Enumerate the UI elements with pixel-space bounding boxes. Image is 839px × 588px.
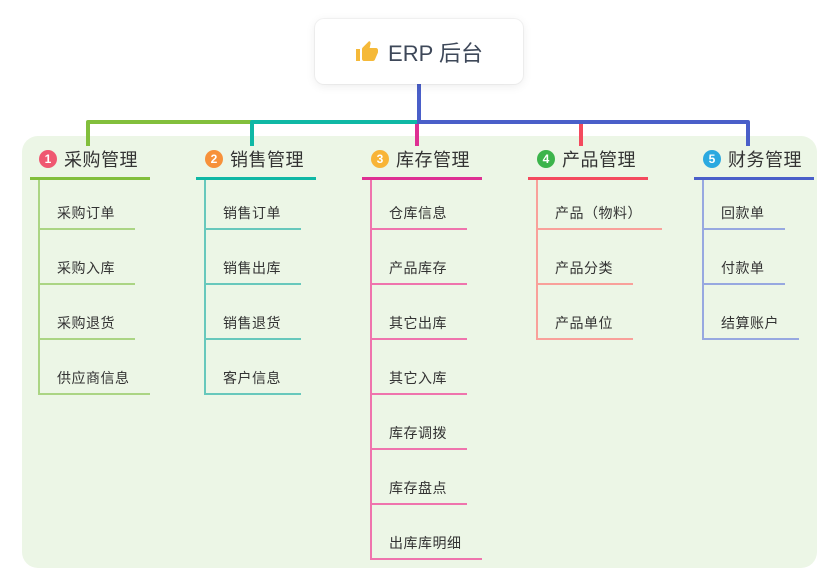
mindmap-node[interactable]: 采购入库	[40, 230, 150, 285]
mindmap-node[interactable]: 产品库存	[372, 230, 482, 285]
node-label: 结算账户	[704, 315, 799, 340]
node-label: 库存调拨	[372, 425, 467, 450]
branch-label: 销售管理	[230, 150, 304, 170]
node-label: 采购订单	[40, 205, 135, 230]
branch-number-badge: 5	[703, 150, 721, 168]
mindmap-node[interactable]: 供应商信息	[40, 340, 150, 395]
branch-header[interactable]: 3 库存管理	[362, 147, 482, 180]
node-label: 采购退货	[40, 315, 135, 340]
mindmap-node[interactable]: 销售退货	[206, 285, 316, 340]
branch: 5 财务管理 回款单付款单结算账户	[694, 147, 814, 340]
mindmap-node[interactable]: 采购订单	[40, 180, 150, 230]
branch-items: 产品（物料） 产品分类产品单位	[536, 180, 662, 340]
node-label: 客户信息	[206, 370, 301, 395]
root-title: ERP 后台	[388, 40, 483, 66]
mindmap-node[interactable]: 回款单	[704, 180, 814, 230]
branch: 2 销售管理 销售订单销售出库销售退货客户信息	[196, 147, 316, 395]
node-label: 销售退货	[206, 315, 301, 340]
mindmap-node[interactable]: 产品分类	[538, 230, 648, 285]
branch-header[interactable]: 4 产品管理	[528, 147, 648, 180]
node-label: 供应商信息	[40, 370, 150, 395]
node-label: 采购入库	[40, 260, 135, 285]
node-label: 产品分类	[538, 260, 633, 285]
branch-items: 采购订单采购入库采购退货供应商信息	[38, 180, 150, 395]
mindmap-node[interactable]: 其它出库	[372, 285, 482, 340]
branch: 3 库存管理 仓库信息产品库存其它出库其它入库库存调拨库存盘点出库库明细	[362, 147, 482, 560]
branch-header[interactable]: 5 财务管理	[694, 147, 814, 180]
branch-label: 财务管理	[728, 150, 802, 170]
node-label: 销售订单	[206, 205, 301, 230]
branch-number-badge: 3	[371, 150, 389, 168]
mindmap-node[interactable]: 采购退货	[40, 285, 150, 340]
node-label: 产品单位	[538, 315, 633, 340]
branch-items: 仓库信息产品库存其它出库其它入库库存调拨库存盘点出库库明细	[370, 180, 482, 560]
branch-number-badge: 4	[537, 150, 555, 168]
node-label: 产品（物料）	[538, 205, 662, 230]
mindmap-node[interactable]: 产品（物料）	[538, 180, 662, 230]
branch-number-badge: 1	[39, 150, 57, 168]
thumbs-up-icon	[356, 40, 379, 61]
mindmap-background-panel	[22, 136, 817, 568]
node-label: 回款单	[704, 205, 785, 230]
branch-label: 库存管理	[396, 150, 470, 170]
node-label: 付款单	[704, 260, 785, 285]
mindmap-node[interactable]: 付款单	[704, 230, 814, 285]
node-label: 仓库信息	[372, 205, 467, 230]
mindmap-node[interactable]: 其它入库	[372, 340, 482, 395]
branch-items: 销售订单销售出库销售退货客户信息	[204, 180, 316, 395]
root-node[interactable]: ERP 后台	[315, 19, 523, 84]
mindmap-node[interactable]: 销售订单	[206, 180, 316, 230]
node-label: 其它入库	[372, 370, 467, 395]
node-label: 其它出库	[372, 315, 467, 340]
branch: 4 产品管理 产品（物料） 产品分类产品单位	[528, 147, 662, 340]
node-label: 出库库明细	[372, 535, 482, 560]
mindmap-node[interactable]: 产品单位	[538, 285, 648, 340]
branch-items: 回款单付款单结算账户	[702, 180, 814, 340]
mindmap-node[interactable]: 库存盘点	[372, 450, 482, 505]
node-label: 库存盘点	[372, 480, 467, 505]
mindmap-node[interactable]: 仓库信息	[372, 180, 482, 230]
node-label: 产品库存	[372, 260, 467, 285]
branch-header[interactable]: 2 销售管理	[196, 147, 316, 180]
branch-number-badge: 2	[205, 150, 223, 168]
node-label: 销售出库	[206, 260, 301, 285]
branch-label: 采购管理	[64, 150, 138, 170]
branch: 1 采购管理 采购订单采购入库采购退货供应商信息	[30, 147, 150, 395]
branch-label: 产品管理	[562, 150, 636, 170]
branch-header[interactable]: 1 采购管理	[30, 147, 150, 180]
mindmap-node[interactable]: 出库库明细	[372, 505, 482, 560]
mindmap-node[interactable]: 库存调拨	[372, 395, 482, 450]
mindmap-node[interactable]: 客户信息	[206, 340, 316, 395]
mindmap-node[interactable]: 销售出库	[206, 230, 316, 285]
mindmap-node[interactable]: 结算账户	[704, 285, 814, 340]
